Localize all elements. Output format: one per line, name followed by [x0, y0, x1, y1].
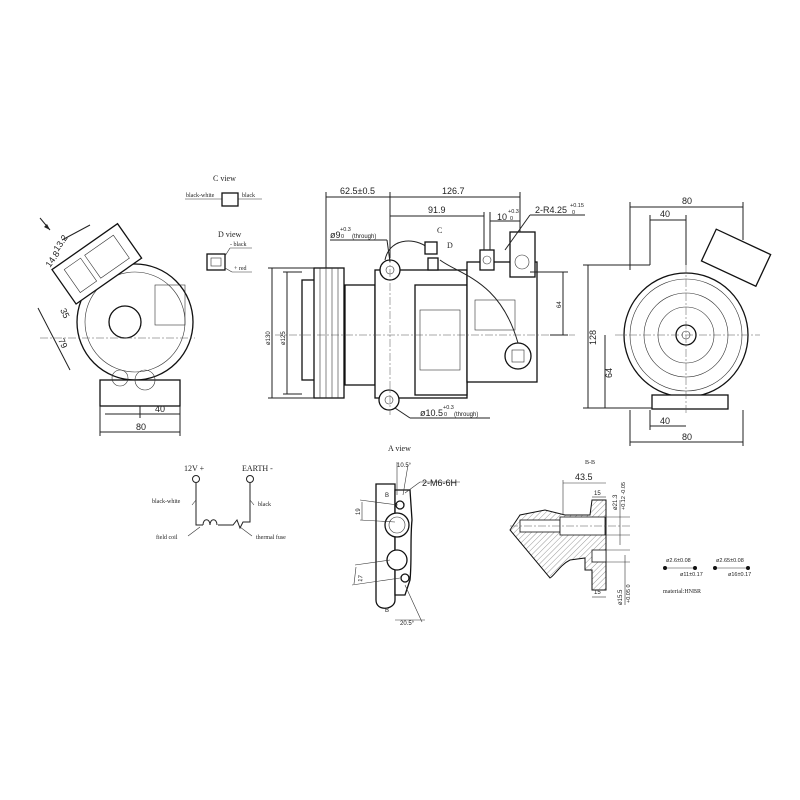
fitting-section-hatched	[509, 499, 607, 591]
o-ring-1: ø2.6±0.08 ø11±0.17	[663, 558, 703, 578]
oring1-inner-diameter: ø11±0.17	[680, 572, 703, 578]
harness-connector	[504, 342, 532, 370]
marker-d: D	[447, 241, 453, 250]
dim-126-7: 126.7	[442, 186, 465, 196]
hole-bottom-label: ø10.5	[420, 408, 443, 418]
positive-terminal-icon	[192, 475, 200, 483]
field-coil-label: field coil	[156, 534, 178, 541]
port-circle	[108, 305, 142, 339]
right-connector-block	[700, 228, 772, 288]
dim-10-tol-lower: 0	[510, 216, 513, 222]
hole-top-label: ø9	[330, 230, 341, 240]
connector-c	[424, 241, 438, 255]
c-connector-icon	[221, 192, 239, 207]
positive-terminal-label: 12V +	[184, 464, 205, 473]
c-view-title: C view	[213, 174, 236, 183]
earth-terminal-label: EARTH -	[242, 464, 273, 473]
dim-10-tol-upper: +0.3	[508, 209, 519, 215]
hole-bottom-tol-lower: 0	[444, 412, 447, 418]
pipe-fitting	[509, 231, 536, 278]
dim-40-top: 40	[660, 209, 670, 219]
dim-15-top: 15	[594, 491, 601, 497]
dia-15-5-tol: +0.05 0	[626, 584, 632, 603]
port-large	[384, 512, 410, 538]
dim-20-5: 20.5°	[400, 621, 415, 627]
main-side-view: 62.5±0.5 126.7 91.9 10 +0.3 0 2-R4.25 +0…	[266, 186, 585, 419]
a-view-title: A view	[388, 444, 411, 453]
dim-80-top: 80	[682, 196, 692, 206]
dim-40-bottom: 40	[660, 416, 670, 426]
dim-79: 79	[56, 337, 69, 350]
bb-section: B-B 43.5 15 15 ø21.3 +0.12 -0.05 ø15.5 +…	[509, 460, 751, 605]
dia-15-5: ø15.5	[618, 589, 624, 605]
material-label: material:HNBR	[663, 589, 701, 595]
dia-125: ø125	[281, 331, 287, 345]
thread-label: 2-M6-6H	[422, 478, 457, 488]
dim-64: 64	[557, 301, 563, 308]
oring2-cross-section: ø2.65±0.08	[716, 558, 744, 564]
wire-right-label: black	[258, 502, 271, 508]
radius-tol-lower: 0	[572, 210, 575, 216]
wire-harness	[439, 259, 519, 344]
dim-91-9: 91.9	[428, 205, 446, 215]
bb-title: B-B	[585, 460, 595, 466]
bottom-mount-hole	[378, 389, 400, 411]
dia-21-3-tol: +0.12 -0.05	[621, 482, 627, 510]
earth-terminal-icon	[246, 475, 254, 483]
angle-10-5: 10.5°	[397, 463, 412, 469]
section-mark-bottom: B	[385, 608, 389, 614]
dim-40: 40	[155, 404, 165, 414]
d-view-title: D view	[218, 230, 242, 239]
c-view-left-label: black-white	[186, 193, 215, 199]
dim-62-5: 62.5±0.5	[340, 186, 375, 196]
right-dims: 80 40 128 64 40 80	[583, 196, 744, 446]
port-small	[386, 549, 408, 571]
dim-19: 19	[356, 508, 362, 515]
d-view-bottom-label: + red	[234, 266, 247, 272]
dia-21-3: ø21.3	[613, 494, 619, 510]
dim-43-5: 43.5	[575, 472, 593, 482]
oring2-inner-diameter: ø16±0.17	[728, 572, 751, 578]
dim-80: 80	[136, 422, 146, 432]
d-view-top-label: - black	[230, 242, 247, 248]
pulley	[313, 267, 345, 399]
main-dims: 62.5±0.5 126.7 91.9 10 +0.3 0 2-R4.25 +0…	[266, 186, 585, 419]
dim-10: 10	[497, 212, 507, 222]
dim-64-right: 64	[604, 368, 614, 378]
dia-130: ø130	[266, 331, 272, 345]
c-view: C view black-white black	[185, 174, 262, 207]
c-view-right-label: black	[242, 193, 255, 199]
section-mark-top: B	[385, 493, 389, 499]
hole-bottom-note: (through)	[454, 412, 478, 418]
radius-tol-upper: +0.15	[570, 203, 584, 209]
dim-15-bottom: 15	[594, 590, 601, 596]
wiring-diagram: 12V + EARTH - black-white black field co…	[152, 464, 286, 541]
right-end-view: 80 40 128 64 40 80	[583, 196, 772, 446]
field-coil-icon	[202, 519, 218, 526]
dim-17: 17	[358, 574, 365, 582]
dim-35: 35	[58, 307, 71, 320]
wire-left-label: black-white	[152, 499, 181, 505]
view-arrow-a	[39, 217, 51, 231]
hole-top-tol-upper: +0.3	[340, 227, 351, 233]
d-connector-icon	[206, 253, 226, 271]
hole-top-tol-lower: 0	[341, 234, 344, 240]
thermal-fuse-label: thermal fuse	[256, 534, 286, 541]
connector-block	[51, 222, 143, 305]
connector-d	[427, 257, 439, 271]
dim-128: 128	[588, 330, 598, 345]
a-view: A view 10.5° 2-M6-6H 19 17 20.5° B B	[351, 444, 460, 627]
oring1-cross-section: ø2.6±0.08	[666, 558, 691, 564]
hole-bottom-tol-upper: +0.3	[443, 405, 454, 411]
dim-80-bottom: 80	[682, 432, 692, 442]
radius-label: 2-R4.25	[535, 205, 567, 215]
marker-c: C	[437, 226, 442, 235]
left-end-view: 13.2 14.8 35 79 40 80	[37, 217, 195, 436]
hole-top-note: (through)	[352, 234, 376, 240]
mount-foot	[99, 379, 181, 407]
o-ring-2: ø2.65±0.08 ø16±0.17	[713, 558, 751, 578]
thread-hole-bottom	[400, 573, 410, 583]
d-view: D view - black + red	[206, 230, 252, 273]
